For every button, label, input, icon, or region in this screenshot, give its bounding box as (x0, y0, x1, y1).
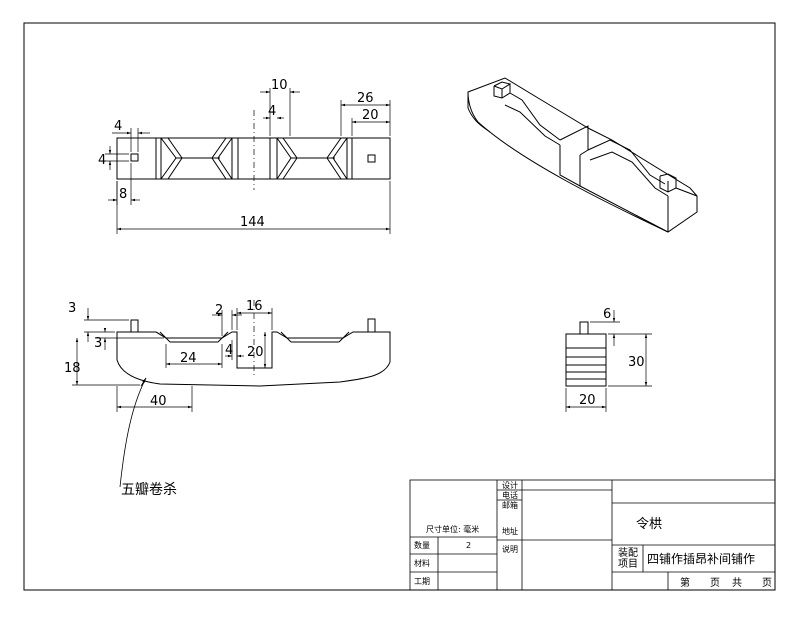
isometric-view (467, 77, 698, 233)
leader-label: 五瓣卷杀 (121, 482, 177, 498)
top-view-dimensions (105, 88, 391, 234)
tb-address-label: 地址 (502, 526, 518, 536)
dim-top-10: 10 (271, 78, 288, 93)
dim-top-8: 8 (119, 187, 127, 202)
sheet-border (23, 22, 776, 591)
tb-process-label: 工期 (414, 577, 430, 586)
tb-email-label: 邮箱 (502, 500, 518, 510)
dim-top-20: 20 (362, 108, 379, 123)
tb-assembly-label-2: 项目 (618, 558, 638, 570)
dim-side-6: 6 (603, 307, 611, 322)
dim-top-4-width: 4 (114, 119, 122, 134)
title-block (409, 479, 776, 591)
tb-phone-label: 电话 (502, 490, 518, 500)
tb-assembly-name: 四铺作插昂补间铺作 (647, 552, 755, 566)
dim-top-4-height: 4 (98, 153, 106, 168)
tb-qty-label: 数量 (414, 540, 430, 550)
dim-front-20: 20 (247, 345, 264, 360)
dim-front-4: 4 (225, 343, 233, 358)
dim-front-2: 2 (215, 303, 223, 318)
tb-assembly-label-1: 装配 (618, 546, 638, 559)
top-view (116, 110, 391, 190)
top-view-peg-right (367, 154, 376, 163)
dim-front-40: 40 (150, 394, 167, 409)
tb-notes-label: 说明 (502, 544, 518, 554)
top-view-peg-left (130, 153, 139, 162)
tb-part-name: 令栱 (636, 517, 662, 532)
tb-material-label: 材料 (414, 558, 430, 568)
dim-side-20: 20 (579, 393, 596, 408)
tb-page-label-4: 页 (762, 577, 772, 589)
leader-line (119, 377, 147, 488)
dim-front-24: 24 (180, 351, 197, 366)
tb-unit-label: 尺寸单位: 毫米 (426, 524, 479, 534)
tb-page-label-2: 页 (710, 577, 720, 589)
front-view (116, 300, 391, 387)
top-view-outline (116, 137, 391, 180)
side-view (565, 321, 607, 387)
front-view-dimensions (72, 308, 273, 412)
dim-front-18: 18 (64, 361, 81, 376)
tb-design-label: 设计 (502, 480, 518, 490)
dim-top-144: 144 (240, 215, 265, 230)
dim-top-4-center: 4 (268, 104, 276, 119)
dim-front-16: 16 (246, 299, 263, 314)
dim-front-3-left: 3 (94, 336, 102, 351)
tb-qty-value: 2 (466, 541, 471, 550)
dim-top-26: 26 (357, 91, 374, 106)
tb-page-label-1: 第 (680, 576, 690, 589)
side-view-dimensions (565, 310, 652, 412)
dim-side-30: 30 (628, 355, 645, 370)
tb-page-label-3: 共 (732, 577, 742, 589)
dim-front-3-top: 3 (68, 301, 76, 316)
